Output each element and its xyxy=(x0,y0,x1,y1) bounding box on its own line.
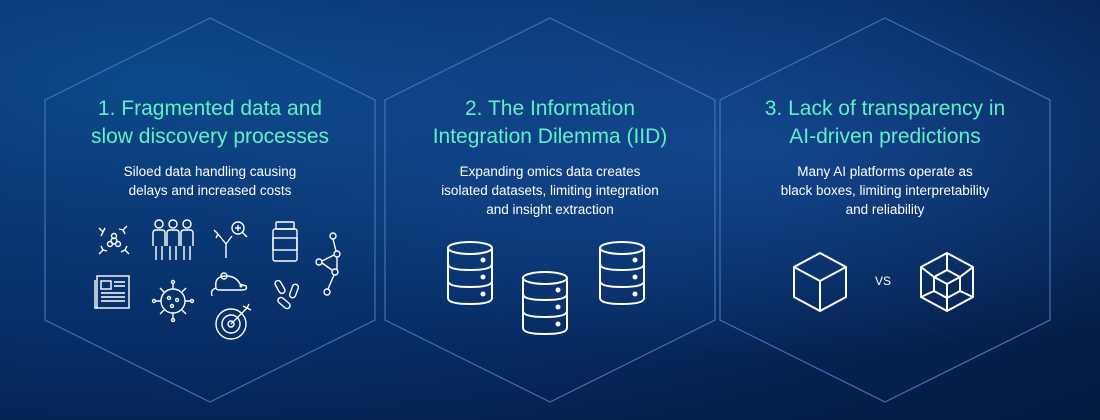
desc-line: Siloed data handling causing xyxy=(123,164,297,179)
panel-ai-transparency: 3. Lack of transparency in AI-driven pre… xyxy=(720,0,1050,420)
black-box-cube-icon xyxy=(788,250,852,314)
title-line: 2. The Information xyxy=(464,97,636,120)
panel-title: 1. Fragmented data and slow discovery pr… xyxy=(45,95,375,151)
database-icon xyxy=(445,240,495,306)
panel-description: Expanding omics data creates isolated da… xyxy=(385,162,715,219)
desc-line: Expanding omics data creates xyxy=(459,164,641,179)
desc-line: Many AI platforms operate as xyxy=(797,164,973,179)
panel-description: Many AI platforms operate as black boxes… xyxy=(720,162,1050,219)
pill-bottle-icon xyxy=(270,220,300,264)
title-line: 1. Fragmented data and xyxy=(97,97,323,120)
panel-fragmented-data: 1. Fragmented data and slow discovery pr… xyxy=(45,0,375,420)
transparent-box-cube-icon xyxy=(915,250,979,314)
virus-icon xyxy=(150,278,196,324)
desc-line: and reliability xyxy=(845,202,925,217)
database-icon xyxy=(597,240,647,306)
bacteria-icon xyxy=(271,276,307,312)
hexagon-frame-2 xyxy=(384,17,716,403)
people-group-icon xyxy=(149,218,197,262)
antibody-search-icon xyxy=(210,218,252,260)
title-line: slow discovery processes xyxy=(90,125,330,148)
panel-title: 2. The Information Integration Dilemma (… xyxy=(385,95,715,151)
vs-label: VS xyxy=(875,274,892,288)
newspaper-icon xyxy=(93,274,133,310)
desc-line: black boxes, limiting interpretability xyxy=(780,183,990,198)
hexagon-frame-1 xyxy=(44,17,376,403)
panel-title: 3. Lack of transparency in AI-driven pre… xyxy=(720,95,1050,151)
title-line: Integration Dilemma (IID) xyxy=(432,125,668,148)
desc-line: and insight extraction xyxy=(486,202,614,217)
title-line: AI-driven predictions xyxy=(789,125,981,148)
desc-line: isolated datasets, limiting integration xyxy=(441,183,659,198)
antibody-cluster-icon xyxy=(93,220,135,262)
target-icon xyxy=(213,300,255,342)
desc-line: delays and increased costs xyxy=(128,183,292,198)
hexagon-frame-3 xyxy=(719,17,1051,403)
panel-description: Siloed data handling causing delays and … xyxy=(45,162,375,200)
panel-information-integration: 2. The Information Integration Dilemma (… xyxy=(385,0,715,420)
database-icon xyxy=(520,270,570,336)
title-line: 3. Lack of transparency in xyxy=(764,97,1006,120)
lab-mouse-icon xyxy=(210,268,256,298)
molecule-chain-icon xyxy=(313,232,345,298)
